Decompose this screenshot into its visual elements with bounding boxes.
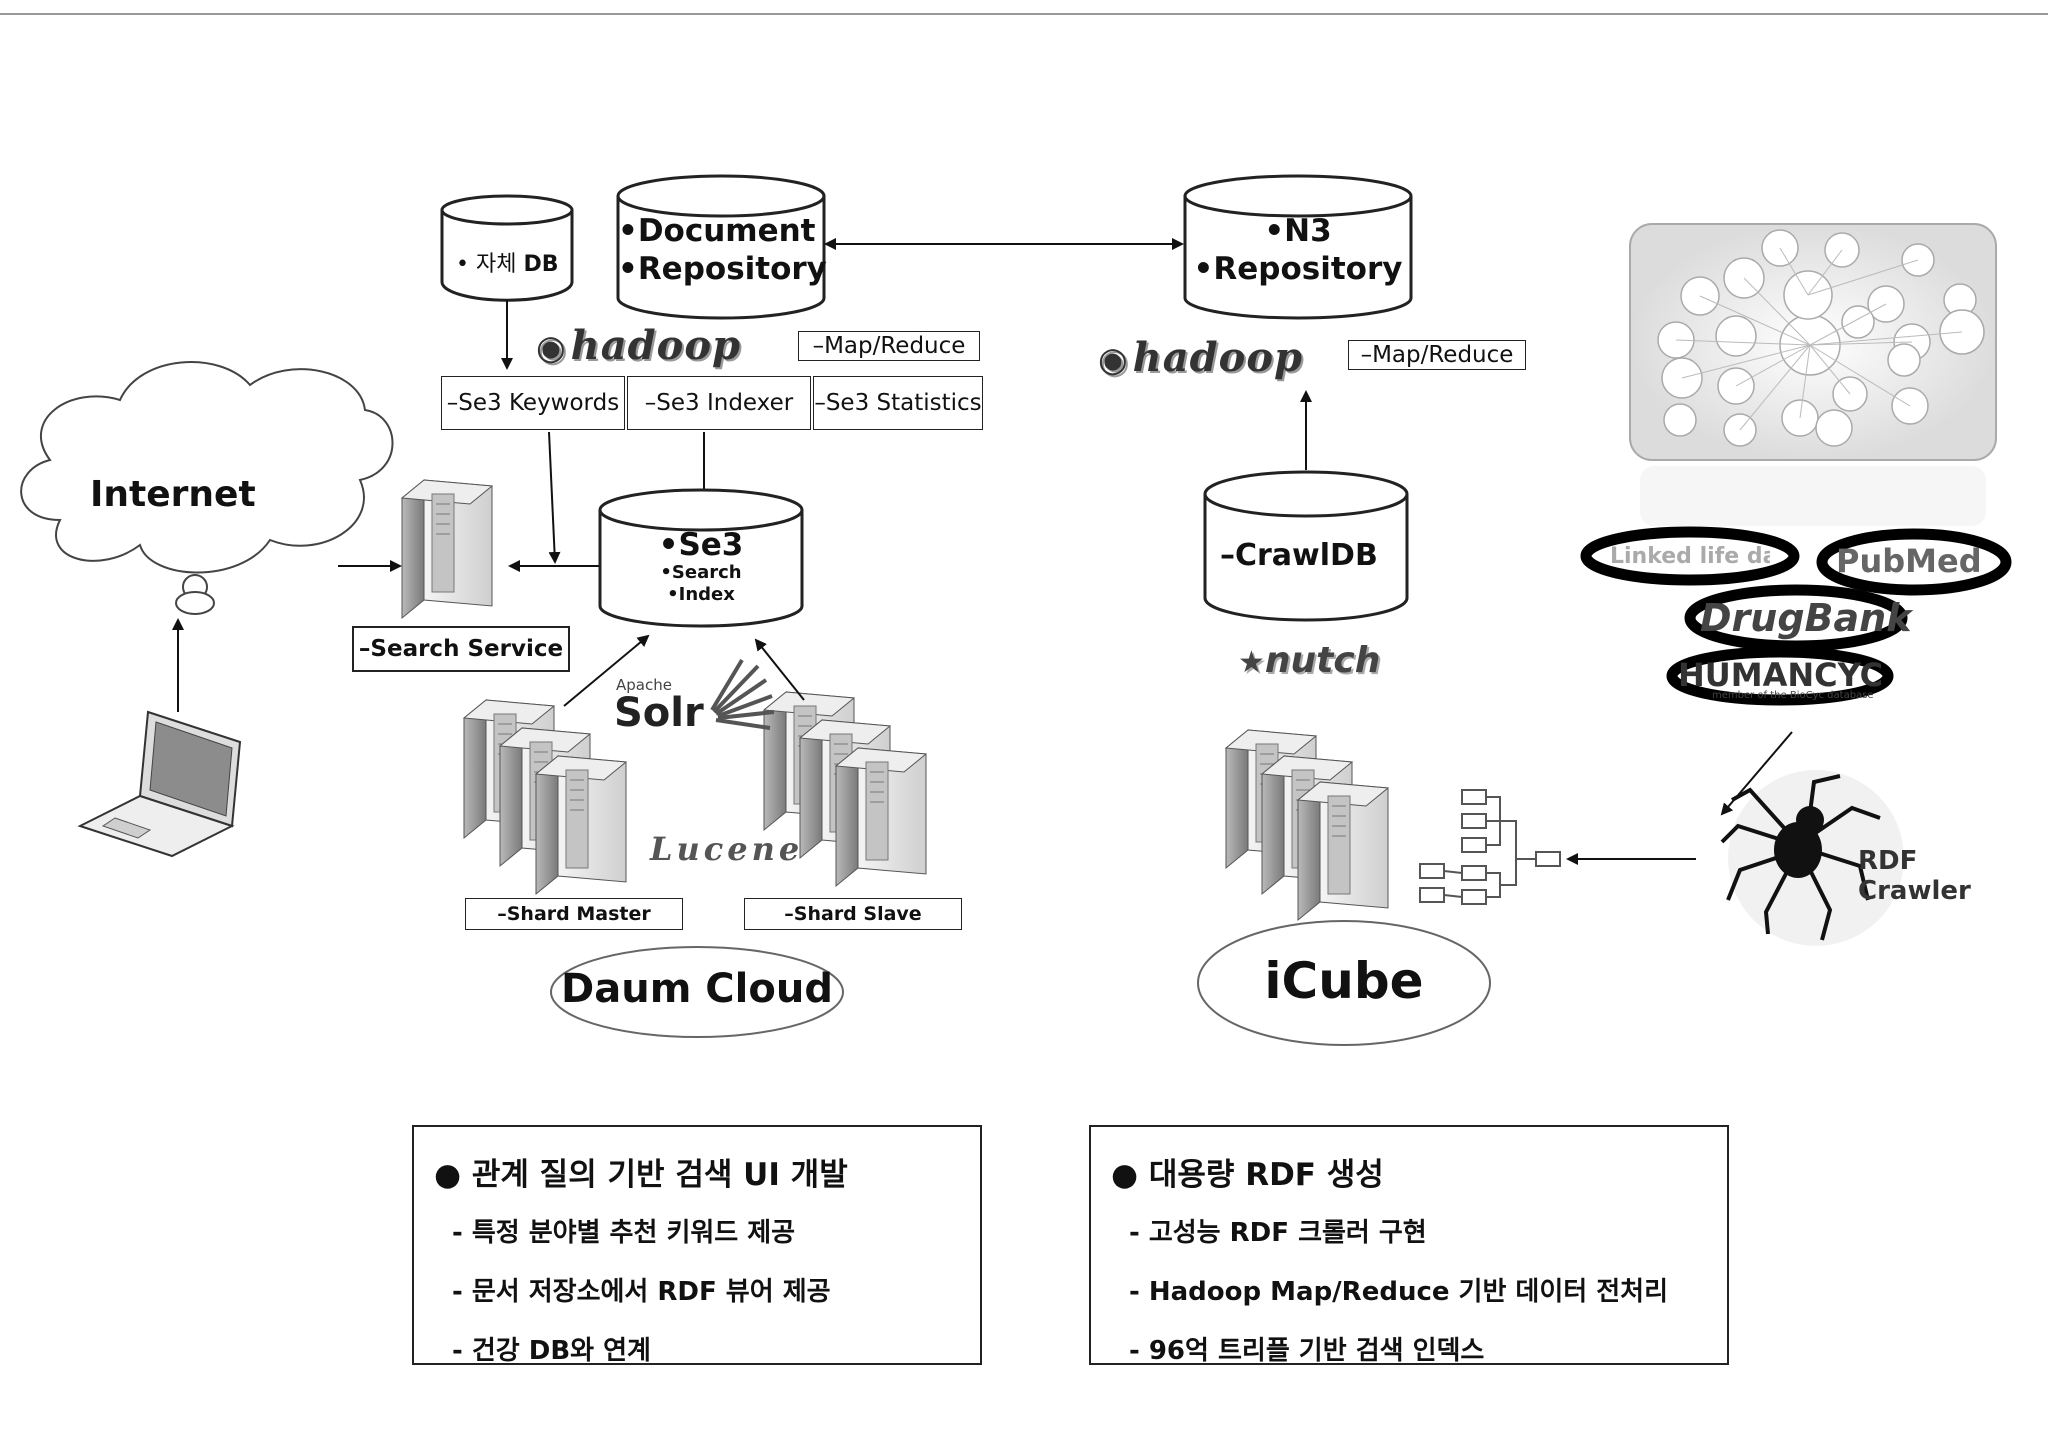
n3-repository-line: •Repository (1193, 251, 1403, 287)
own-db-korean: 자체 (475, 252, 517, 277)
nutch-logo: ★nutch (1238, 640, 1381, 681)
se3-index-cylinder (598, 488, 804, 628)
spider-icon (1720, 770, 1904, 946)
se3-keywords-label: –Se3 Keywords (446, 390, 620, 416)
info-right-item-2: - Hadoop Map/Reduce 기반 데이터 전처리 (1129, 1277, 1669, 1307)
crawler-line: Crawler (1858, 876, 1971, 906)
repository-line: •Repository (618, 251, 827, 287)
info-left-item-1: - 특정 분야별 추천 키워드 제공 (452, 1218, 796, 1248)
shard-master-servers (463, 699, 627, 895)
daum-cloud-label: Daum Cloud (561, 966, 833, 1012)
crawldb-label: –CrawlDB (1220, 538, 1378, 573)
info-right-item-3: - 96억 트리플 기반 검색 인덱스 (1129, 1336, 1485, 1366)
own-db-bullet: • (456, 252, 469, 277)
document-repository-cylinder (616, 174, 826, 320)
n3-repository-cylinder (1183, 174, 1413, 320)
own-db-label: • 자체 DB (456, 246, 559, 278)
info-left-item-3: - 건강 DB와 연계 (452, 1336, 651, 1366)
linked-data-cloud-image (1629, 223, 1997, 526)
map-reduce-label-right: –Map/Reduce (1360, 342, 1514, 368)
map-reduce-box-left: –Map/Reduce (798, 331, 980, 361)
shard-master-box: –Shard Master (465, 898, 683, 930)
icube-ellipse (1197, 920, 1491, 1046)
hadoop-logo-text-right: hadoop (1132, 334, 1303, 381)
user-icon (175, 574, 215, 615)
shard-master-label: –Shard Master (497, 903, 651, 925)
se3-title: •Se3 (658, 527, 744, 563)
se3-keywords-box: –Se3 Keywords (441, 376, 625, 430)
info-right-heading: ● 대용량 RDF 생성 (1111, 1157, 1384, 1193)
lucene-logo: Lucene (650, 830, 804, 868)
n3-repository-label: •N3 •Repository (1185, 212, 1411, 288)
master-to-se3-arrow (563, 634, 650, 707)
logos-to-crawler-arrow (1720, 731, 1793, 816)
search-server-icon (401, 479, 493, 619)
search-service-label: –Search Service (358, 636, 564, 662)
daum-cloud-ellipse (550, 946, 844, 1038)
humancyc-caption: member of the BioCyc database (1712, 690, 1874, 701)
crawldb-cylinder (1203, 470, 1409, 622)
hadoop-logo-right: ◉hadoop (1098, 334, 1303, 381)
solr-apache-text: Apache (616, 676, 672, 694)
se3-search: •Search (660, 562, 742, 583)
rdf-crawler-label: RDF Crawler (1858, 846, 1971, 906)
internet-cloud (20, 361, 394, 574)
document-line: •Document (618, 213, 816, 249)
se3-statistics-label: –Se3 Statistics (814, 390, 982, 416)
internet-label: Internet (90, 474, 256, 515)
own-db-db: DB (523, 252, 559, 277)
hierarchy-tree-icon (1419, 789, 1561, 905)
laptop-icon (77, 710, 242, 858)
icube-label: iCube (1264, 952, 1424, 1010)
se3-index: •Index (667, 584, 735, 605)
document-repository-label: •Document •Repository (618, 212, 827, 288)
info-left-heading: ● 관계 질의 기반 검색 UI 개발 (434, 1157, 848, 1193)
rdf-line: RDF (1858, 846, 1918, 876)
map-reduce-box-right: –Map/Reduce (1348, 340, 1526, 370)
search-service-box: –Search Service (352, 626, 570, 672)
se3-indexer-box: –Se3 Indexer (627, 376, 811, 430)
linked-life-data-logo: Linked life data (1610, 544, 1770, 569)
drugbank-logo: DrugBank (1700, 596, 1912, 640)
n3-line: •N3 (1264, 213, 1332, 249)
info-box-left: ● 관계 질의 기반 검색 UI 개발 - 특정 분야별 추천 키워드 제공 -… (412, 1125, 982, 1366)
shard-slave-label: –Shard Slave (784, 903, 922, 925)
info-box-right: ● 대용량 RDF 생성 - 고성능 RDF 크롤러 구현 - Hadoop M… (1089, 1125, 1729, 1366)
hadoop-logo-text-left: hadoop (570, 322, 741, 369)
solr-logo-icon (710, 658, 775, 730)
slave-to-se3-arrow (754, 638, 805, 701)
icube-servers (1225, 729, 1389, 921)
hadoop-logo-left: ◉hadoop (536, 322, 741, 369)
shard-slave-box: –Shard Slave (744, 898, 962, 930)
info-right-item-1: - 고성능 RDF 크롤러 구현 (1129, 1218, 1427, 1248)
humancyc-logo: HUMANCYC (1678, 656, 1884, 694)
se3-statistics-box: –Se3 Statistics (813, 376, 983, 430)
solr-logo-text: Solr (614, 690, 704, 736)
pubmed-logo: PubMed (1836, 542, 1982, 580)
nutch-logo-text: nutch (1264, 640, 1381, 681)
se3-label: •Se3 •Search •Index (640, 528, 762, 606)
se3-indexer-label: –Se3 Indexer (644, 390, 794, 416)
lod-logos-group (1580, 526, 2012, 706)
map-reduce-label-left: –Map/Reduce (812, 333, 966, 359)
keywords-down-line (548, 431, 561, 564)
info-left-item-2: - 문서 저장소에서 RDF 뷰어 제공 (452, 1277, 831, 1307)
